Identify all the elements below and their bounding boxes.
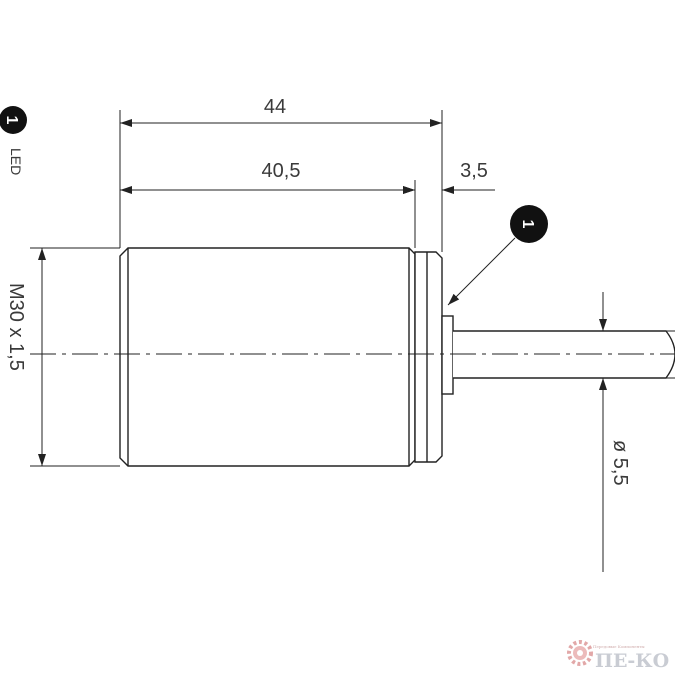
legend-marker: 1 [0, 106, 27, 134]
dim-label-40-5: 40,5 [262, 160, 301, 182]
gear-icon [567, 640, 593, 666]
callout-marker: 1 [510, 205, 548, 243]
watermark-brand: ПЕ-КО [595, 650, 669, 672]
dim-label-cable-diameter: ø 5,5 [609, 440, 631, 486]
cable [453, 330, 675, 379]
led-window [441, 315, 454, 395]
sensor-body [119, 247, 675, 467]
dimension-lines [38, 119, 607, 572]
dim-label-44: 44 [264, 96, 286, 118]
callout-leader [447, 237, 516, 306]
thread-outline [119, 247, 416, 467]
legend-marker-number: 1 [3, 116, 20, 125]
dim-label-thread: M30 x 1,5 [5, 283, 27, 371]
flange-outline [414, 251, 443, 463]
legend-label-led: LED [8, 148, 24, 175]
callout-marker-number: 1 [519, 220, 536, 229]
watermark-logo: Передовые Компоненты ПЕ-КО [567, 640, 669, 672]
watermark-tagline: Передовые Компоненты [593, 644, 645, 649]
dim-label-3-5: 3,5 [460, 160, 488, 182]
